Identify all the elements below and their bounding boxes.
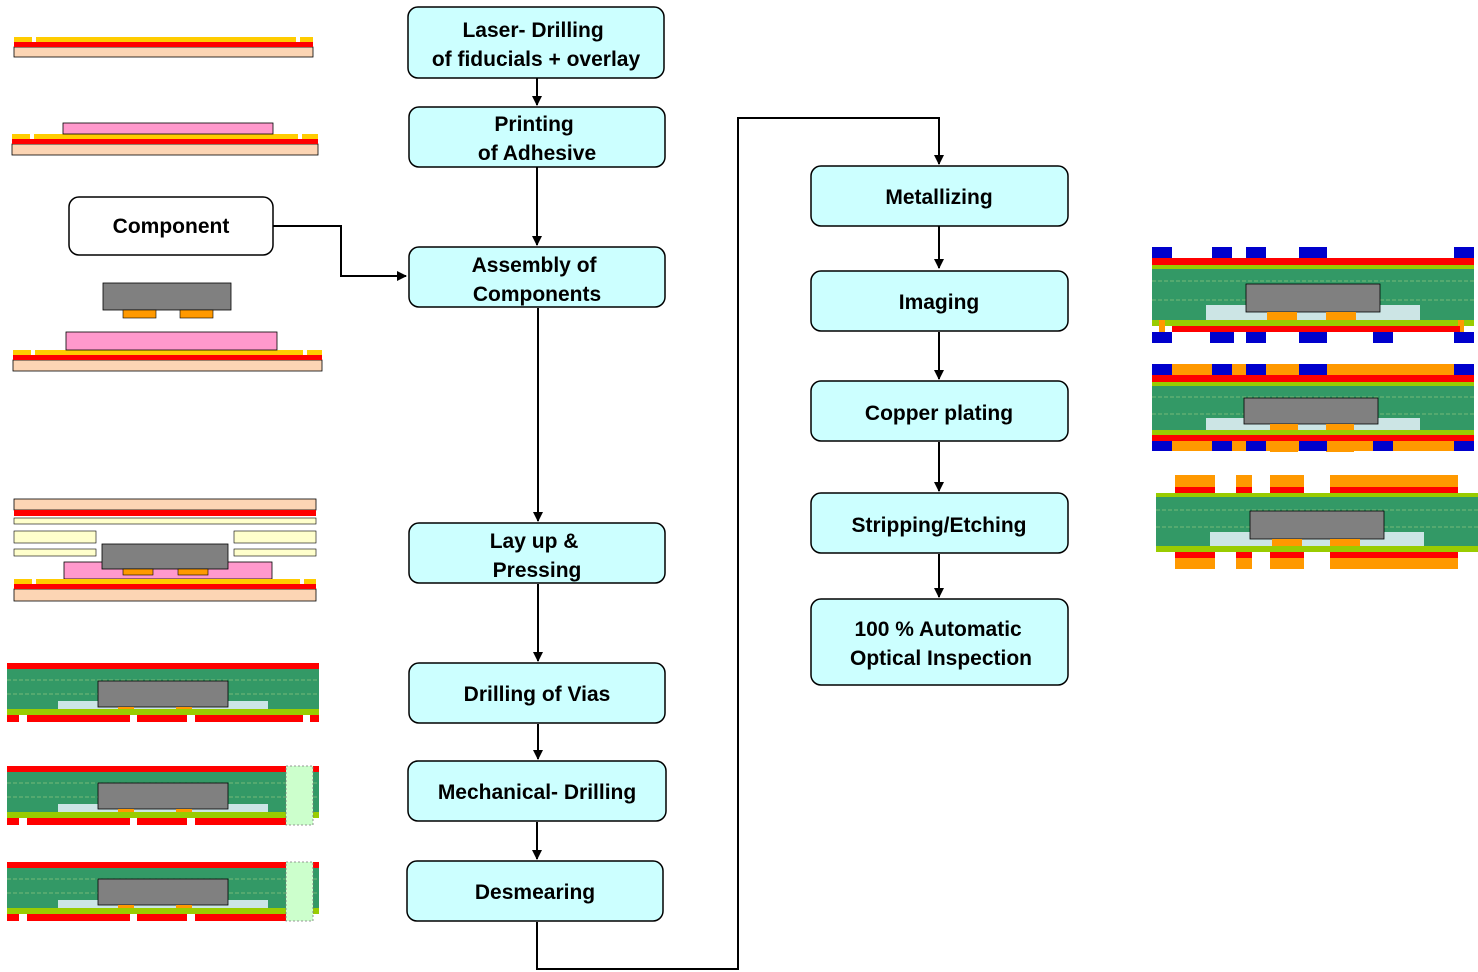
step-lay-up-pressing-line-2: Pressing — [493, 559, 582, 582]
arrow-desmearing-to-metallizing — [536, 117, 944, 970]
step-laser-drilling: Laser- Drilling of fiducials + overlay — [407, 6, 665, 79]
step-printing-adhesive: Printing of Adhesive — [408, 106, 666, 168]
step-imaging: Imaging — [810, 270, 1069, 332]
step-desmearing-label: Desmearing — [475, 881, 595, 904]
step-assembly-components: Assembly of Components — [408, 246, 666, 308]
step-mechanical-drilling-label: Mechanical- Drilling — [438, 781, 636, 804]
cross-section-stripped-etched — [1156, 475, 1478, 569]
step-assembly-components-line-2: Components — [473, 283, 601, 306]
step-drilling-vias: Drilling of Vias — [408, 662, 666, 724]
step-printing-adhesive-line-1: Printing — [494, 113, 573, 136]
cross-section-carrier — [13, 37, 314, 58]
cross-section-copper-plating — [1152, 364, 1474, 452]
cross-section-adhesive — [11, 122, 319, 156]
svg-text:100 % Automatic Optical: 100 % Automatic Optical Inspection — [850, 618, 1032, 670]
step-laser-drilling-line-2: of fiducials + overlay — [432, 48, 641, 71]
connectors — [273, 78, 944, 970]
svg-text:Printing of Adhesive: Printing of Adhesive — [478, 113, 596, 165]
cross-section-layup — [13, 498, 317, 602]
step-printing-adhesive-line-2: of Adhesive — [478, 142, 596, 165]
cross-section-component-placement — [12, 282, 323, 372]
cross-section-pressed-laminate — [7, 663, 319, 722]
step-stripping-etching: Stripping/Etching — [810, 492, 1069, 554]
step-assembly-components-line-1: Assembly of — [472, 254, 598, 277]
step-metallizing: Metallizing — [810, 165, 1069, 227]
step-copper-plating-label: Copper plating — [865, 402, 1013, 425]
arrow-component-to-assembly — [273, 225, 407, 281]
step-automatic-optical-inspection: 100 % Automatic Optical Inspection — [810, 598, 1069, 686]
drilled-hole — [285, 765, 314, 826]
component-box: Component — [68, 196, 274, 256]
cross-section-mechanical-drilled — [7, 765, 319, 826]
step-lay-up-pressing-line-1: Lay up & — [490, 530, 579, 553]
step-imaging-label: Imaging — [899, 291, 980, 314]
step-drilling-vias-label: Drilling of Vias — [464, 683, 611, 706]
step-laser-drilling-line-1: Laser- Drilling — [462, 19, 603, 42]
cross-section-desmeared — [7, 861, 319, 922]
step-lay-up-pressing: Lay up & Pressing — [408, 522, 666, 584]
step-inspection-line-1: 100 % Automatic — [854, 618, 1022, 641]
step-metallizing-label: Metallizing — [885, 186, 992, 209]
svg-text:Lay up & Pressing: Lay up & Pressing — [490, 530, 585, 582]
step-copper-plating: Copper plating — [810, 380, 1069, 442]
step-mechanical-drilling: Mechanical- Drilling — [407, 760, 667, 822]
cross-section-imaging — [1152, 247, 1474, 343]
step-desmearing: Desmearing — [406, 860, 664, 922]
step-stripping-etching-label: Stripping/Etching — [852, 514, 1027, 537]
svg-text:Laser- Drilling of fiduc: Laser- Drilling of fiducials + overlay — [432, 19, 641, 71]
svg-text:Assembly of Components: Assembly of Components — [472, 254, 603, 306]
desmeared-hole — [285, 861, 314, 922]
component-box-label: Component — [113, 215, 230, 238]
step-inspection-line-2: Optical Inspection — [850, 647, 1032, 670]
